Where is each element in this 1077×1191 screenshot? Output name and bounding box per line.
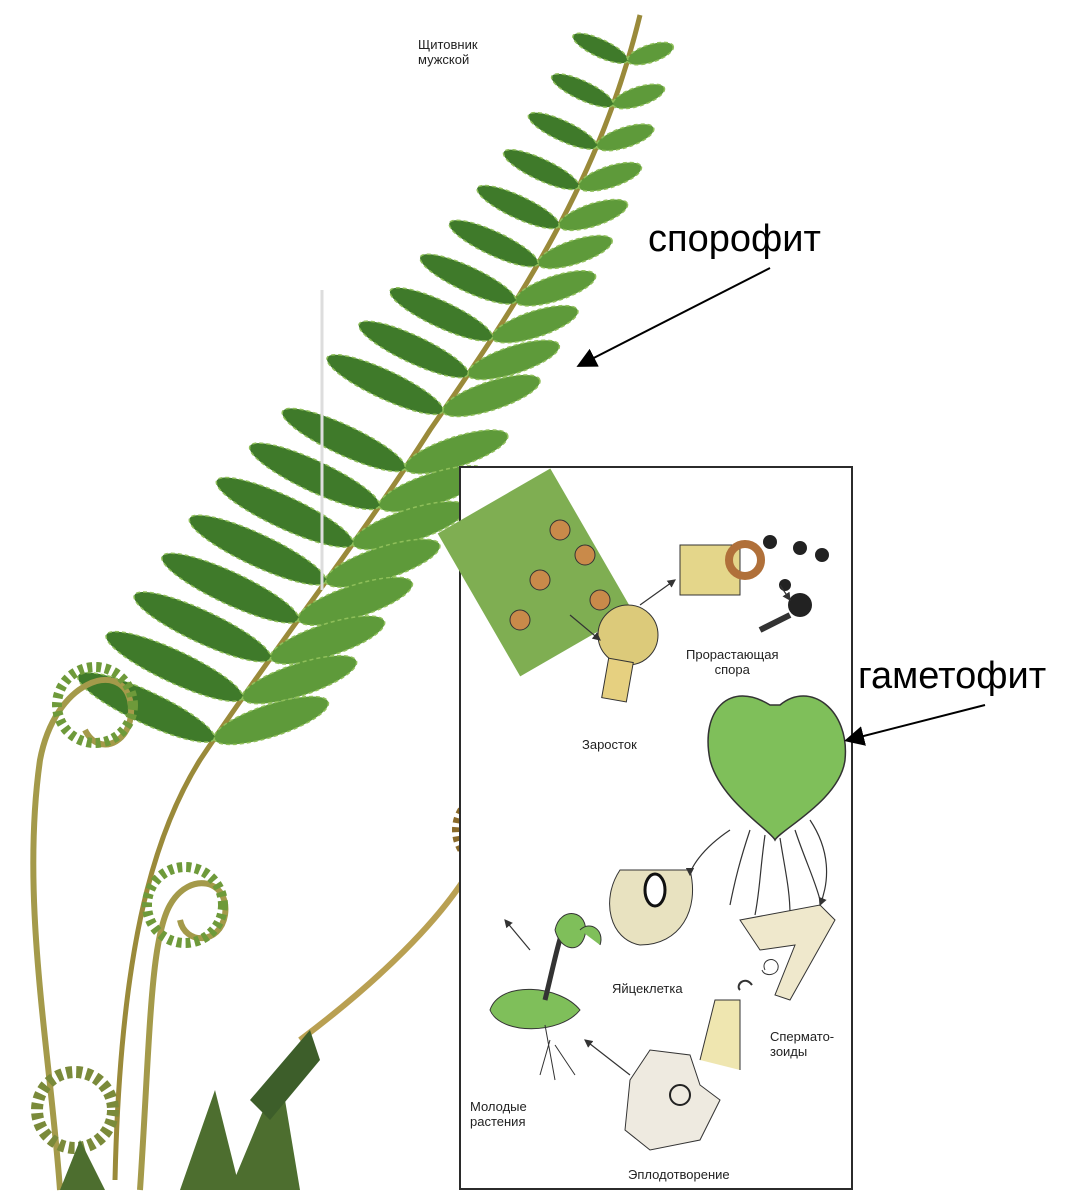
pinna — [524, 106, 600, 156]
young-plants-label: Молодые растения — [470, 1100, 527, 1130]
pinna — [569, 28, 631, 69]
sporangium-magnified — [598, 605, 658, 665]
sporophyte-pointer — [580, 268, 770, 365]
prothallus-label: Заросток — [582, 738, 637, 753]
spermatozoids-label: Спермато- зоиды — [770, 1030, 834, 1060]
pinna — [575, 157, 644, 198]
sporophyte-label: спорофит — [648, 218, 821, 262]
species-label: Щитовник мужской — [418, 38, 478, 68]
pinna — [548, 68, 617, 114]
life-cycle-panel — [438, 467, 852, 1189]
germinating-spore-label: Прорастающая спора — [686, 648, 779, 678]
gametophyte-label: гаметофит — [858, 655, 1046, 699]
pinna — [499, 143, 583, 197]
fertilization-label: Эплодотворение — [628, 1168, 730, 1183]
egg-cell-label: Яйцеклетка — [612, 982, 683, 997]
pinna — [555, 193, 630, 237]
gametophyte-pointer — [848, 705, 985, 740]
pinna — [534, 229, 615, 276]
